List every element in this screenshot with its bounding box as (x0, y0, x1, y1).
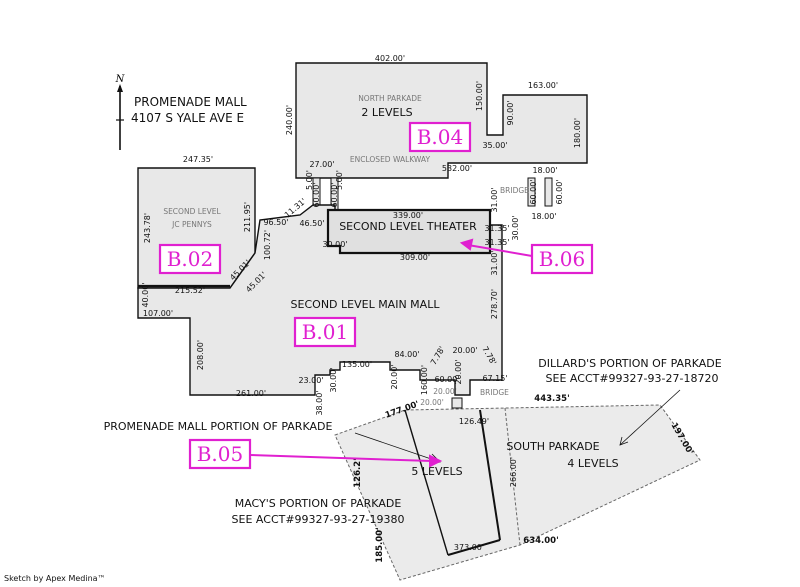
dimension-label: 402.00' (375, 54, 405, 63)
tag-b05: B.05 (188, 438, 252, 470)
dimension-label: 60.00' (312, 182, 321, 207)
dimension-label: 30.00' (511, 215, 520, 240)
dimension-label: 208.00' (196, 340, 205, 370)
north-label: N (115, 74, 126, 85)
dimension-label: 31.35' (484, 224, 509, 233)
dimension-label: 30.00' (329, 367, 338, 392)
dimension-label: 180.00' (573, 118, 582, 148)
sketch-credit: Sketch by Apex Medina™ (4, 574, 106, 583)
dimension-label: 20.00' (454, 359, 463, 384)
dimension-label: 126.2' (353, 458, 363, 488)
macys-callout-2: SEE ACCT#99327-93-27-19380 (232, 513, 405, 526)
dimension-label: 160.00' (420, 365, 429, 395)
dimension-label: 38.00' (315, 390, 324, 415)
dimension-label: 46.50' (299, 219, 324, 228)
promenade-portion-callout: PROMENADE MALL PORTION OF PARKADE (104, 420, 333, 433)
dimension-label: 40.00' (141, 282, 150, 307)
north-parkade-levels: 2 LEVELS (361, 106, 412, 119)
dimension-label: 163.00' (528, 81, 558, 90)
dimension-label: 150.00' (475, 81, 484, 111)
dimension-label: 107.00' (143, 309, 173, 318)
dimension-label: 211.95' (243, 202, 252, 232)
dimension-label: 243.78' (143, 213, 152, 243)
south-parkade-levels: 4 LEVELS (567, 457, 618, 470)
dimension-label: 35.00' (482, 141, 507, 150)
property-address: 4107 S YALE AVE E (131, 111, 244, 125)
tag-b05-label: B.05 (197, 442, 244, 466)
theater-outline (326, 208, 492, 255)
dimension-label: 5.00' (335, 170, 344, 190)
dimension-label: 20.00' (420, 398, 444, 407)
north-arrow-icon: N (115, 74, 126, 150)
tag-b06: B.06 (530, 243, 594, 275)
dimension-label: 18.00' (532, 166, 557, 175)
south-parkade-outline (334, 404, 701, 581)
dimension-label: 23.00' (298, 376, 323, 385)
dillards-callout-2: SEE ACCT#99327-93-27-18720 (546, 372, 719, 385)
dimension-label: 309.00' (400, 253, 430, 262)
dimension-label: 20.00' (390, 364, 399, 389)
dimension-label: 31.35' (484, 238, 509, 247)
north-parkade-outline (295, 62, 588, 179)
dillards-callout-1: DILLARD'S PORTION OF PARKADE (538, 357, 721, 370)
dimension-label: 261.00' (236, 389, 266, 398)
dimension-label: 20.00' (452, 346, 477, 355)
tag-b04: B.04 (408, 121, 472, 153)
dimension-label: 126.49' (459, 417, 489, 426)
dimension-label: 278.70' (490, 289, 499, 319)
dimension-label: 240.00' (285, 105, 294, 135)
dimension-label: 20.00' (433, 387, 457, 396)
main-mall-label: SECOND LEVEL MAIN MALL (291, 298, 441, 311)
south-parkade-label: SOUTH PARKADE (506, 440, 599, 453)
macys-callout-1: MACY'S PORTION OF PARKADE (235, 497, 402, 510)
bridge-label-top: BRIDGE (500, 186, 529, 195)
dimension-label: 60.00' (434, 375, 459, 384)
bridge-column-left (527, 177, 536, 207)
jc-pennys-label-1: SECOND LEVEL (163, 207, 221, 216)
dimension-label: 5.00' (305, 170, 314, 190)
promenade-parkade-levels: 5 LEVELS (411, 465, 462, 478)
dimension-label: 90.00' (506, 100, 515, 125)
dimension-label: 60.00' (529, 179, 538, 204)
dimension-label: 96.50' (263, 218, 288, 227)
enclosed-walkway-label: ENCLOSED WALKWAY (350, 155, 431, 164)
theater-label: SECOND LEVEL THEATER (339, 220, 477, 233)
dimension-label: 100.72' (263, 230, 272, 260)
dimension-label: 634.00' (523, 536, 558, 546)
magenta-arrows (249, 238, 533, 468)
dimension-label: 135.00' (342, 360, 372, 369)
dimension-label: 31.00' (490, 250, 499, 275)
tag-b01-label: B.01 (302, 320, 349, 344)
tag-b01: B.01 (293, 316, 357, 348)
dimension-label: 443.35' (534, 394, 569, 404)
dimension-label: 27.00' (309, 160, 334, 169)
tag-b04-label: B.04 (417, 125, 464, 149)
bridge-stub (451, 397, 463, 409)
jc-pennys-label-2: JC PENNYS (171, 220, 212, 229)
dimension-label: 266.00' (509, 457, 518, 487)
dimension-label: 18.00' (531, 212, 556, 221)
dimension-label: 373.00' (454, 543, 484, 552)
dimension-label: 185.00' (375, 527, 385, 562)
bridge-column-right (544, 177, 553, 207)
dimension-label: 339.00' (393, 211, 423, 220)
dimension-label: 532.00' (442, 164, 472, 173)
dimension-label: 67.15' (482, 374, 507, 383)
tag-b06-label: B.06 (539, 247, 586, 271)
dimension-label: 60.00' (555, 179, 564, 204)
dimension-label: 84.00' (394, 350, 419, 359)
dimension-label: 215.52' (175, 286, 205, 295)
dimension-label: 31.00' (490, 187, 499, 212)
dimension-label: 30.00' (322, 240, 347, 249)
dimension-label: 60.00' (330, 182, 339, 207)
tag-b02: B.02 (158, 243, 222, 275)
north-parkade-label: NORTH PARKADE (358, 94, 422, 103)
tag-b02-label: B.02 (167, 247, 214, 271)
dimension-label: 247.35' (183, 155, 213, 164)
property-name: PROMENADE MALL (134, 95, 247, 109)
bridge-label-bottom: BRIDGE (480, 388, 509, 397)
